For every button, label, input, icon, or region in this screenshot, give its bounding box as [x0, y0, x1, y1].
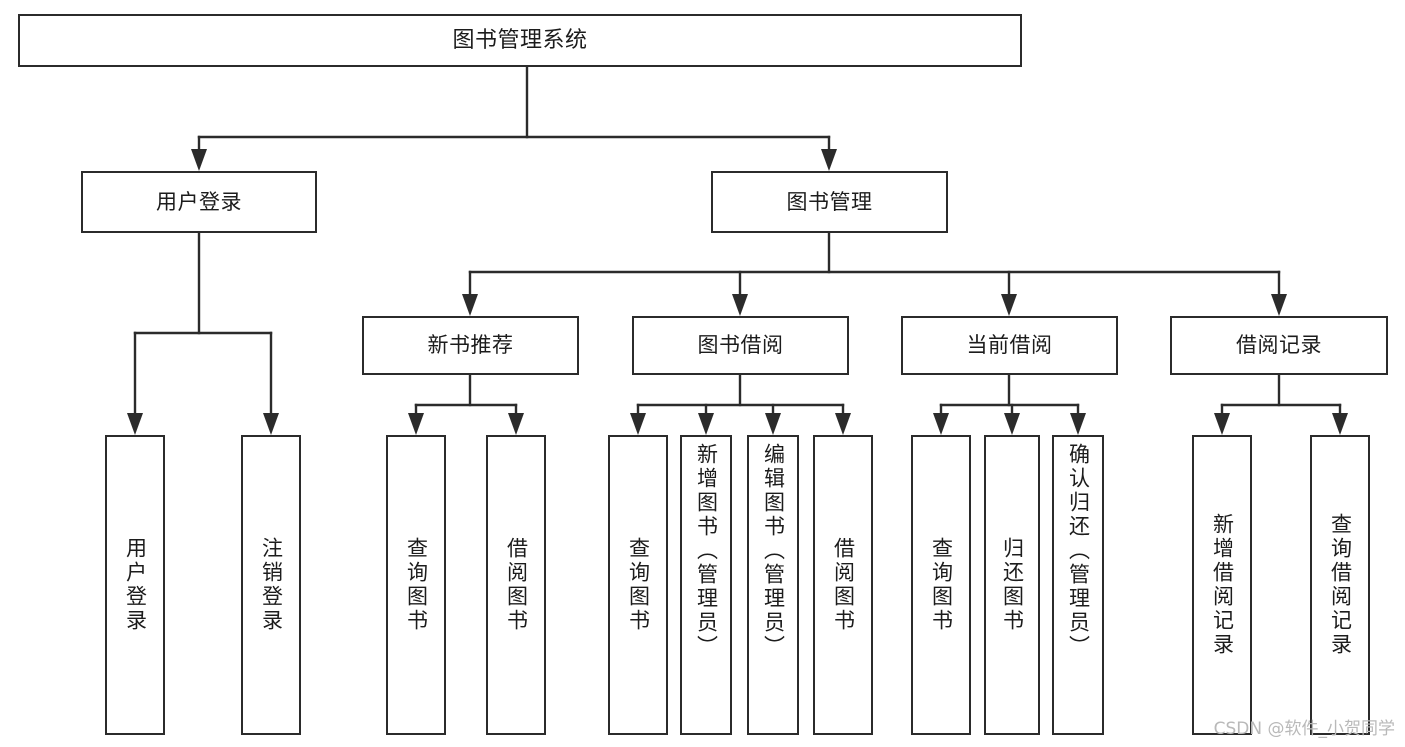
- node-label-leaf-query-record: 查询借阅记录: [1328, 513, 1353, 657]
- node-label-leaf-borrow-book-2: 借阅图书: [831, 537, 856, 633]
- node-label-leaf-query-book-2: 查询图书: [626, 537, 651, 633]
- c-current-borrow-arrow-1: [1004, 413, 1020, 435]
- node-label-leaf-add-record: 新增借阅记录: [1210, 513, 1235, 657]
- node-leaf-user-login[interactable]: 用户登录: [105, 435, 165, 735]
- c-book-borrow-arrow-2: [765, 413, 781, 435]
- node-leaf-query-record[interactable]: 查询借阅记录: [1310, 435, 1370, 735]
- node-label-leaf-add-book: 新增图书（管理员）: [694, 443, 719, 659]
- node-label-current-borrow: 当前借阅: [966, 333, 1053, 358]
- c-book-manage-arrow-1: [732, 294, 748, 316]
- node-label-book-borrow: 图书借阅: [697, 333, 784, 358]
- node-label-new-book-rec: 新书推荐: [427, 333, 514, 358]
- node-label-leaf-borrow-book-1: 借阅图书: [504, 537, 529, 633]
- c-current-borrow-arrow-0: [933, 413, 949, 435]
- node-label-leaf-return-book: 归还图书: [1000, 537, 1025, 633]
- c-root-arrow-1: [821, 149, 837, 171]
- node-new-book-rec[interactable]: 新书推荐: [362, 316, 579, 375]
- node-leaf-confirm-return[interactable]: 确认归还（管理员）: [1052, 435, 1104, 735]
- node-leaf-query-book-3[interactable]: 查询图书: [911, 435, 971, 735]
- node-leaf-logout[interactable]: 注销登录: [241, 435, 301, 735]
- c-new-book-rec-arrow-0: [408, 413, 424, 435]
- c-user-login-arrow-1: [263, 413, 279, 435]
- c-current-borrow-arrow-2: [1070, 413, 1086, 435]
- node-book-manage[interactable]: 图书管理: [711, 171, 948, 233]
- node-leaf-edit-book[interactable]: 编辑图书（管理员）: [747, 435, 799, 735]
- node-leaf-query-book-1[interactable]: 查询图书: [386, 435, 446, 735]
- node-label-leaf-user-login: 用户登录: [123, 537, 148, 633]
- c-book-manage-arrow-3: [1271, 294, 1287, 316]
- node-leaf-return-book[interactable]: 归还图书: [984, 435, 1040, 735]
- c-book-borrow-arrow-1: [698, 413, 714, 435]
- c-new-book-rec-arrow-1: [508, 413, 524, 435]
- c-borrow-record-arrow-0: [1214, 413, 1230, 435]
- node-book-borrow[interactable]: 图书借阅: [632, 316, 849, 375]
- c-root-arrow-0: [191, 149, 207, 171]
- node-label-user-login: 用户登录: [156, 189, 242, 214]
- node-leaf-add-record[interactable]: 新增借阅记录: [1192, 435, 1252, 735]
- node-label-leaf-query-book-3: 查询图书: [929, 537, 954, 633]
- c-book-borrow-arrow-0: [630, 413, 646, 435]
- c-book-manage-arrow-2: [1001, 294, 1017, 316]
- node-label-root: 图书管理系统: [452, 27, 588, 53]
- node-root[interactable]: 图书管理系统: [18, 14, 1022, 67]
- c-book-manage-arrow-0: [462, 294, 478, 316]
- node-label-leaf-confirm-return: 确认归还（管理员）: [1066, 443, 1091, 659]
- node-label-borrow-record: 借阅记录: [1236, 333, 1322, 358]
- node-label-leaf-logout: 注销登录: [259, 537, 284, 633]
- node-leaf-query-book-2[interactable]: 查询图书: [608, 435, 668, 735]
- c-user-login-arrow-0: [127, 413, 143, 435]
- node-label-leaf-query-book-1: 查询图书: [404, 537, 429, 633]
- node-label-leaf-edit-book: 编辑图书（管理员）: [761, 443, 786, 659]
- c-borrow-record-arrow-1: [1332, 413, 1348, 435]
- node-leaf-borrow-book-2[interactable]: 借阅图书: [813, 435, 873, 735]
- connector-group: [127, 65, 1348, 435]
- node-leaf-add-book[interactable]: 新增图书（管理员）: [680, 435, 732, 735]
- node-user-login[interactable]: 用户登录: [81, 171, 317, 233]
- node-borrow-record[interactable]: 借阅记录: [1170, 316, 1388, 375]
- c-book-borrow-arrow-3: [835, 413, 851, 435]
- node-leaf-borrow-book-1[interactable]: 借阅图书: [486, 435, 546, 735]
- node-label-book-manage: 图书管理: [786, 189, 873, 214]
- node-current-borrow[interactable]: 当前借阅: [901, 316, 1118, 375]
